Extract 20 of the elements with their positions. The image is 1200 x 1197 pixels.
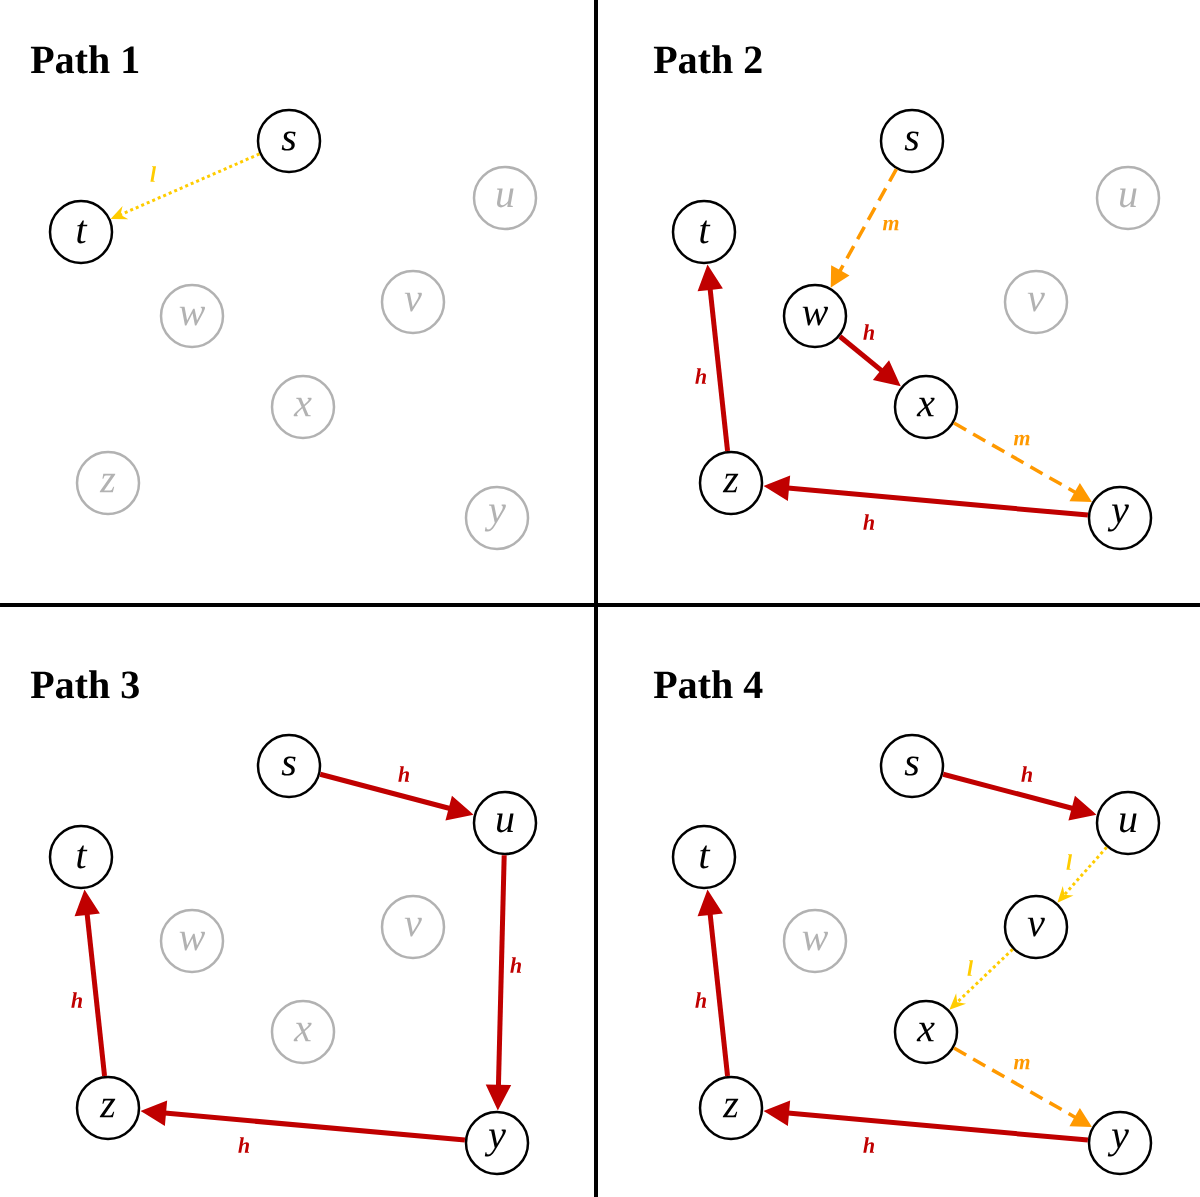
edge-label: m [1012,1057,1032,1071]
panel-title: Path 2 [653,45,762,74]
edge-label: h [69,991,85,1009]
edge-label: l [1064,853,1074,871]
edge-label: h [508,956,524,974]
edge-label: h [1019,765,1035,783]
panel-title: Path 4 [653,670,763,699]
panel-title: Path 3 [30,670,139,699]
edge-label: h [861,323,877,341]
edge-label: l [965,959,975,977]
edge-label: h [693,367,709,385]
edge-label: m [1012,433,1032,447]
edge-label: m [881,218,901,232]
edge-label: l [148,165,158,183]
edge-label: h [236,1136,252,1154]
edge-label: h [693,991,709,1009]
edge-label: h [396,765,412,783]
panel-title: Path 1 [30,45,139,74]
edge-label: h [861,1136,877,1154]
edge-label: h [861,513,877,531]
